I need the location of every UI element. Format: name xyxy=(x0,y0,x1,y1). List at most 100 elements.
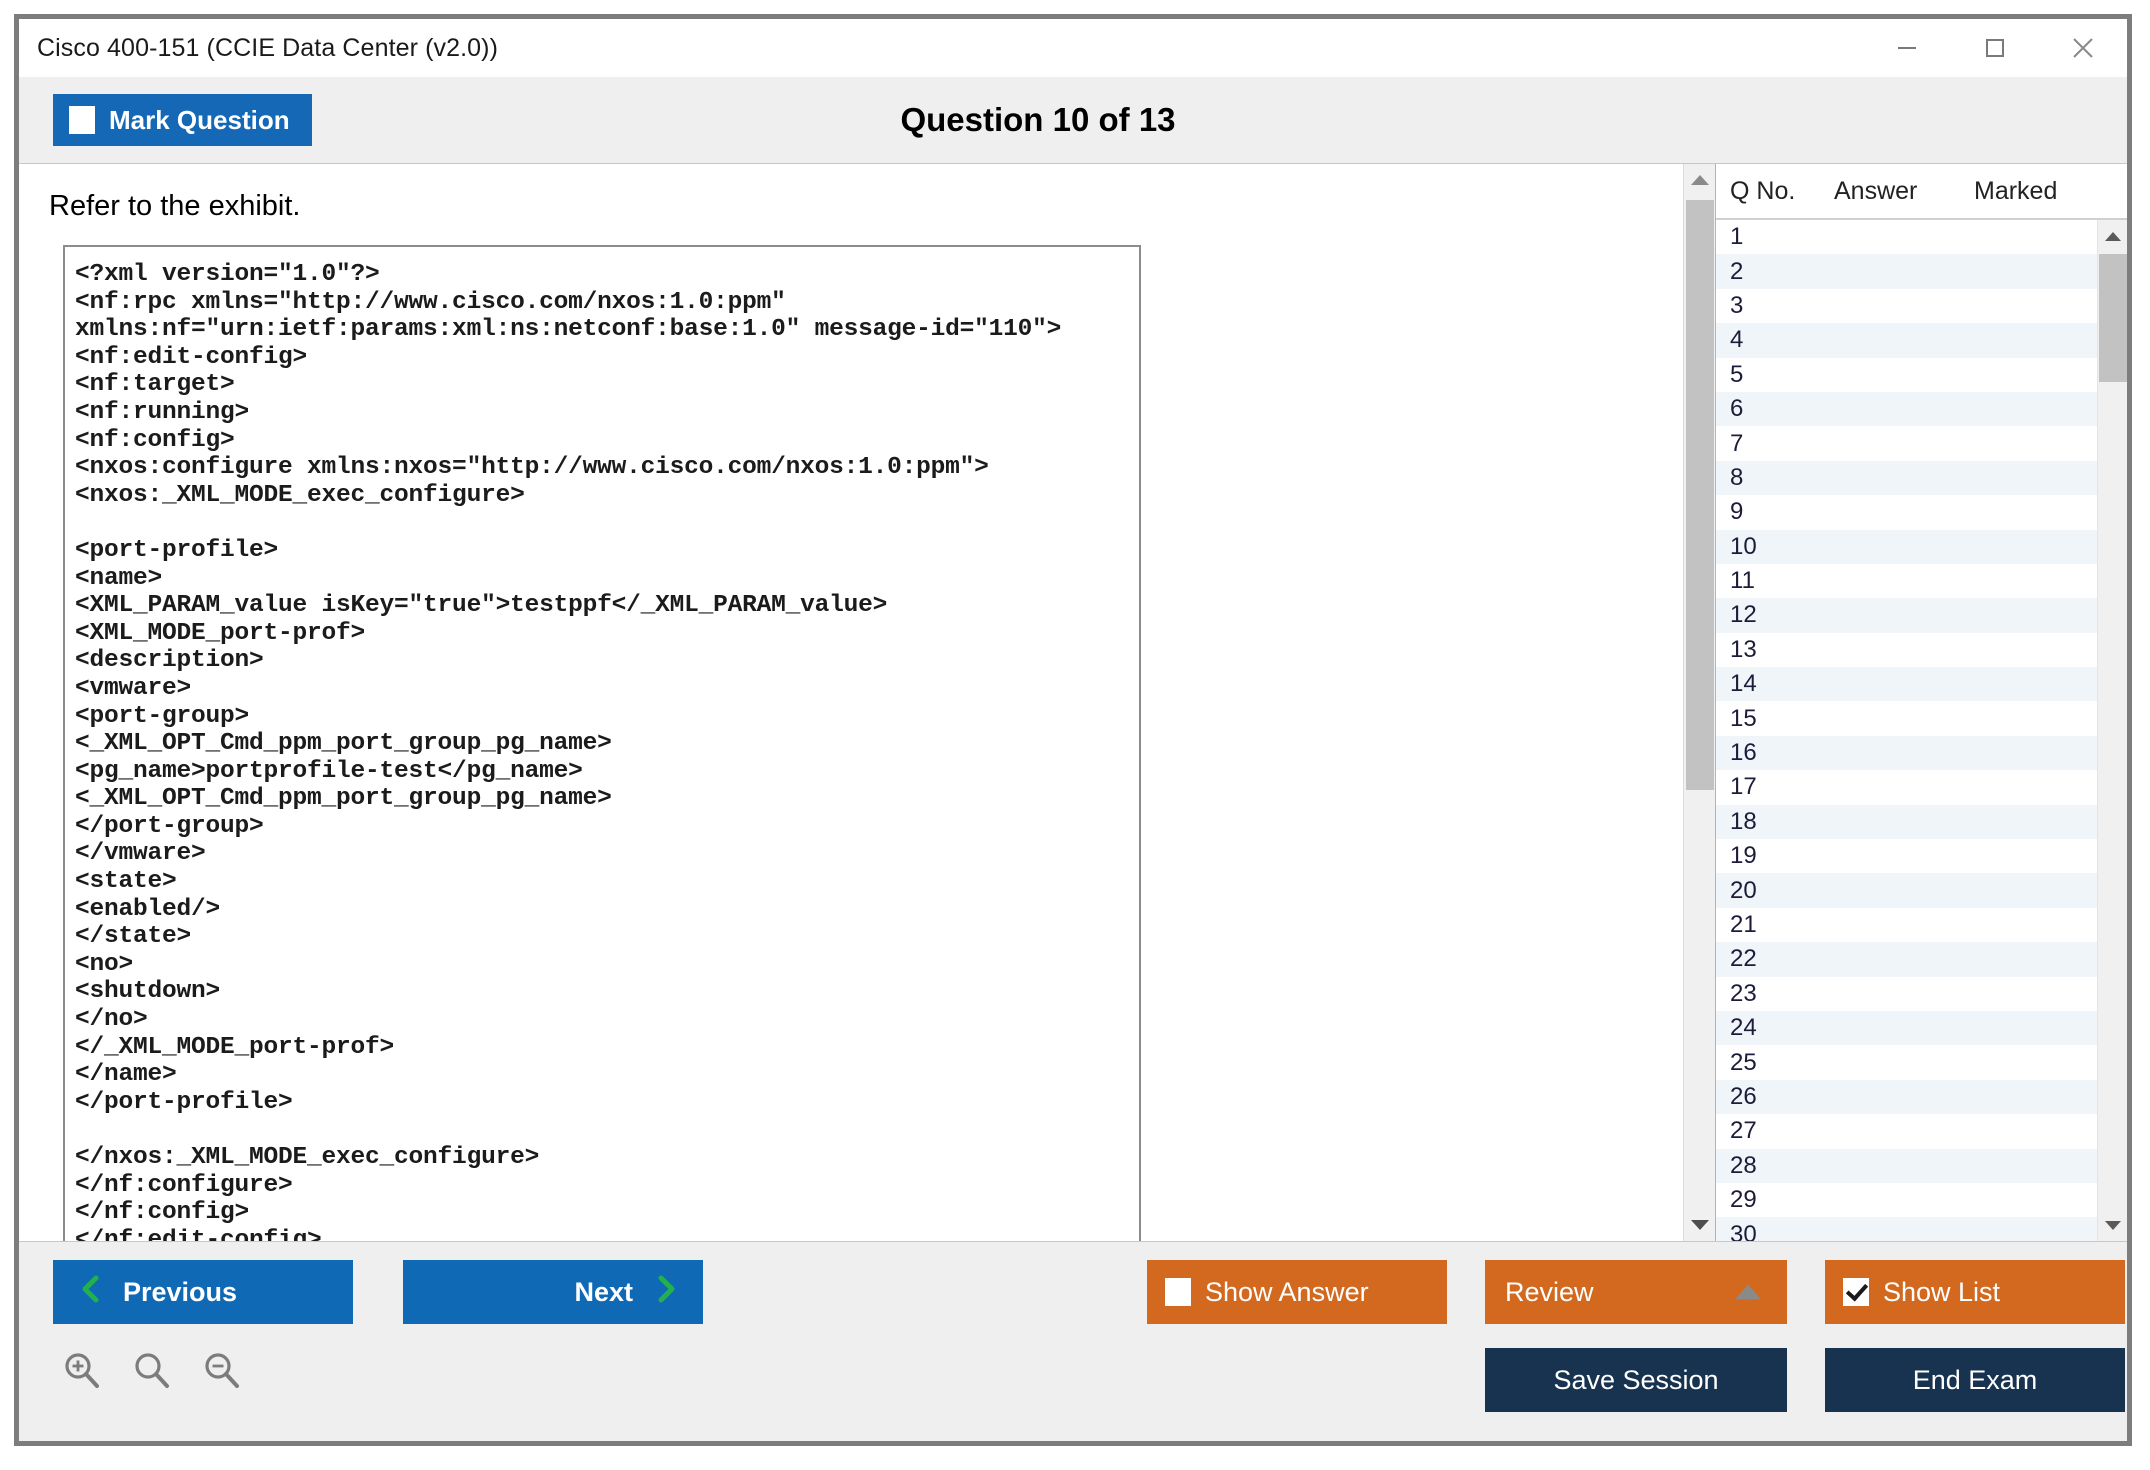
question-list-row[interactable]: 29 xyxy=(1716,1182,2097,1218)
question-list-row[interactable]: 8 xyxy=(1716,460,2097,496)
question-number-cell: 21 xyxy=(1730,911,1757,938)
show-list-button[interactable]: Show List xyxy=(1825,1260,2125,1324)
page-title: Question 10 of 13 xyxy=(900,101,1176,138)
question-number-cell: 4 xyxy=(1730,326,1744,354)
question-list-row[interactable]: 12 xyxy=(1716,598,2097,633)
question-list-row[interactable]: 24 xyxy=(1716,1010,2097,1046)
show-answer-label: Show Answer xyxy=(1205,1276,1369,1307)
question-content-pane: Refer to the exhibit. <?xml version="1.0… xyxy=(19,164,1683,1241)
question-number-cell: 14 xyxy=(1730,670,1757,698)
question-number-cell: 16 xyxy=(1730,739,1757,767)
question-list-scrollbar[interactable] xyxy=(2097,220,2127,1241)
window-title: Cisco 400-151 (CCIE Data Center (v2.0)) xyxy=(37,33,499,62)
column-header-marked: Marked xyxy=(1974,176,2058,205)
question-number-cell: 30 xyxy=(1730,1220,1757,1241)
question-list-row[interactable]: 15 xyxy=(1716,701,2097,736)
question-number-cell: 22 xyxy=(1730,945,1757,973)
show-answer-checkbox[interactable] xyxy=(1165,1278,1191,1306)
close-button[interactable] xyxy=(2039,19,2127,77)
question-list-row[interactable]: 14 xyxy=(1716,667,2097,702)
question-number-cell: 6 xyxy=(1730,395,1744,423)
zoom-toolbar xyxy=(61,1350,243,1392)
window-controls xyxy=(1863,19,2127,77)
question-number-cell: 23 xyxy=(1730,979,1757,1007)
zoom-out-icon[interactable] xyxy=(201,1350,243,1392)
question-list-row[interactable]: 25 xyxy=(1716,1045,2097,1080)
save-session-button[interactable]: Save Session xyxy=(1485,1348,1787,1412)
question-list-row[interactable]: 17 xyxy=(1716,770,2097,805)
question-list-row[interactable]: 28 xyxy=(1716,1148,2097,1183)
minimize-button[interactable] xyxy=(1863,19,1951,77)
question-list-row[interactable]: 22 xyxy=(1716,942,2097,977)
mark-question-button[interactable]: Mark Question xyxy=(53,94,312,146)
question-list-row[interactable]: 23 xyxy=(1716,976,2097,1011)
zoom-reset-icon[interactable] xyxy=(131,1350,173,1392)
maximize-button[interactable] xyxy=(1951,19,2039,77)
question-number-cell: 29 xyxy=(1730,1186,1757,1214)
question-number-cell: 2 xyxy=(1730,257,1744,285)
question-number-cell: 3 xyxy=(1730,291,1744,319)
show-list-checkbox[interactable] xyxy=(1843,1278,1869,1306)
question-number-cell: 25 xyxy=(1730,1048,1757,1076)
question-header-bar: Mark Question Question 10 of 13 xyxy=(19,77,2127,163)
question-list-row[interactable]: 9 xyxy=(1716,495,2097,530)
end-exam-label: End Exam xyxy=(1912,1364,2038,1395)
title-bar: Cisco 400-151 (CCIE Data Center (v2.0)) xyxy=(19,19,2127,77)
exhibit-xml-code: <?xml version="1.0"?> <nf:rpc xmlns="htt… xyxy=(75,261,1062,1241)
question-list-row[interactable]: 13 xyxy=(1716,632,2097,668)
review-button[interactable]: Review xyxy=(1485,1260,1787,1324)
question-number-cell: 17 xyxy=(1730,773,1757,801)
body-region: Refer to the exhibit. <?xml version="1.0… xyxy=(19,163,2127,1241)
list-scroll-up-button[interactable] xyxy=(2098,220,2127,252)
question-list-row[interactable]: 6 xyxy=(1716,391,2097,427)
scroll-down-button[interactable] xyxy=(1684,1209,1715,1241)
refer-to-exhibit-text: Refer to the exhibit. xyxy=(49,190,301,222)
scroll-up-button[interactable] xyxy=(1684,164,1715,196)
question-list-row[interactable]: 11 xyxy=(1716,563,2097,599)
zoom-in-icon[interactable] xyxy=(61,1350,103,1392)
chevron-up-icon xyxy=(2104,232,2121,241)
question-list-row[interactable]: 18 xyxy=(1716,804,2097,840)
scrollbar-thumb[interactable] xyxy=(1686,200,1714,790)
question-list-row[interactable]: 21 xyxy=(1716,907,2097,943)
mark-question-checkbox[interactable] xyxy=(69,106,95,134)
question-list-row[interactable]: 5 xyxy=(1716,357,2097,392)
question-list-row[interactable]: 7 xyxy=(1716,426,2097,461)
chevron-down-icon xyxy=(2104,1221,2121,1230)
question-list-row[interactable]: 2 xyxy=(1716,254,2097,289)
question-list-row[interactable]: 1 xyxy=(1716,220,2097,255)
list-scroll-down-button[interactable] xyxy=(2098,1209,2127,1241)
mark-question-label: Mark Question xyxy=(109,104,290,135)
question-list-row[interactable]: 26 xyxy=(1716,1079,2097,1115)
exhibit-box: <?xml version="1.0"?> <nf:rpc xmlns="htt… xyxy=(63,245,1141,1241)
question-list-row[interactable]: 3 xyxy=(1716,288,2097,324)
question-number-cell: 11 xyxy=(1730,567,1755,595)
question-list-row[interactable]: 27 xyxy=(1716,1114,2097,1149)
content-scrollbar[interactable] xyxy=(1683,164,1715,1241)
question-list-row[interactable]: 16 xyxy=(1716,735,2097,771)
question-list-row[interactable]: 20 xyxy=(1716,873,2097,908)
question-number-cell: 9 xyxy=(1730,498,1744,526)
end-exam-button[interactable]: End Exam xyxy=(1825,1348,2125,1412)
question-list-row[interactable]: 19 xyxy=(1716,839,2097,874)
question-number-cell: 24 xyxy=(1730,1014,1757,1042)
column-header-answer: Answer xyxy=(1834,176,1918,205)
question-number-cell: 12 xyxy=(1730,601,1757,629)
show-answer-button[interactable]: Show Answer xyxy=(1147,1260,1447,1324)
previous-button[interactable]: Previous xyxy=(53,1260,353,1324)
minimize-icon xyxy=(1898,47,1916,49)
question-number-cell: 13 xyxy=(1730,635,1757,663)
question-number-cell: 8 xyxy=(1730,463,1744,491)
review-button-label: Review xyxy=(1505,1276,1594,1307)
question-list-row[interactable]: 4 xyxy=(1716,323,2097,358)
list-scrollbar-thumb[interactable] xyxy=(2099,254,2127,382)
question-number-cell: 7 xyxy=(1730,429,1744,457)
chevron-right-icon xyxy=(655,1274,677,1311)
next-button[interactable]: Next xyxy=(403,1260,703,1324)
question-number-cell: 5 xyxy=(1730,360,1744,388)
question-list-row[interactable]: 30 xyxy=(1716,1217,2097,1241)
question-number-cell: 19 xyxy=(1730,842,1757,870)
question-list-row[interactable]: 10 xyxy=(1716,529,2097,564)
